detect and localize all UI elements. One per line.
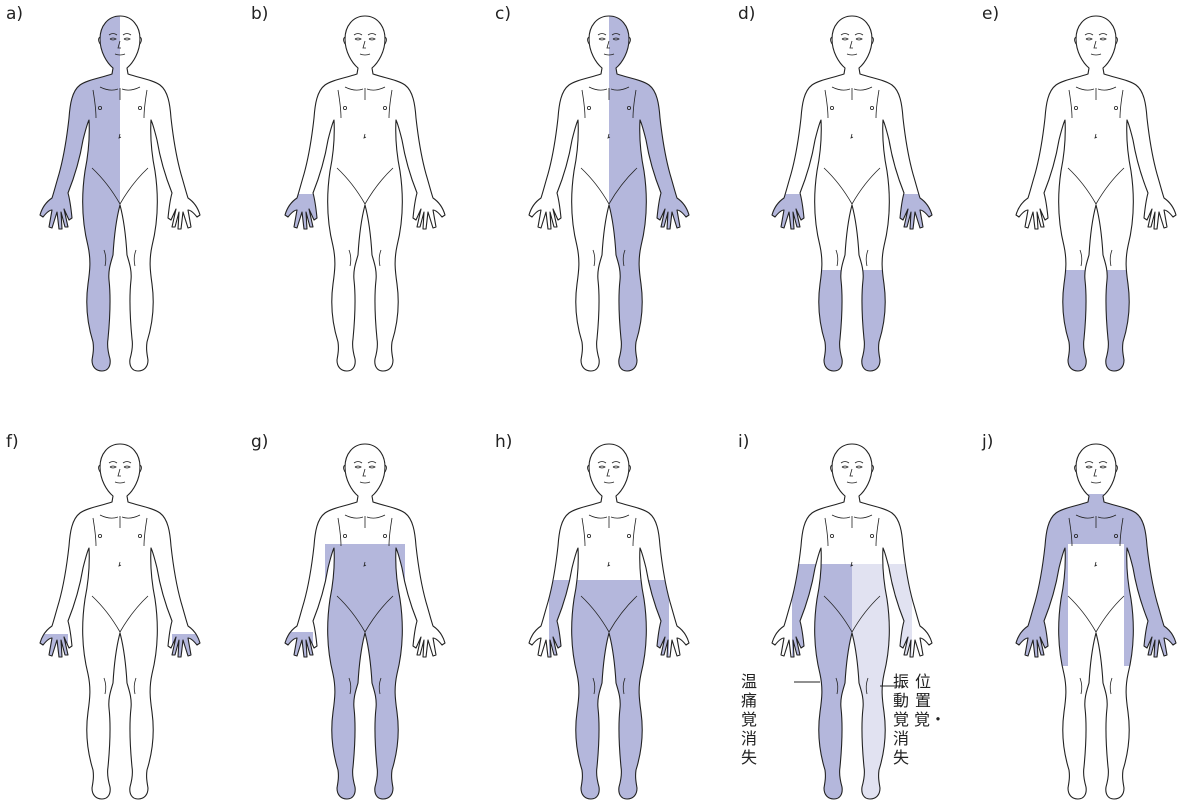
body-figure-i [760, 436, 944, 808]
panel-label-b: b) [251, 4, 268, 24]
sensory-loss-region [549, 580, 669, 808]
body-outline [40, 444, 200, 799]
body-figure-c [517, 8, 701, 380]
panel-label-c: c) [495, 4, 511, 24]
panel-label-g: g) [251, 432, 268, 452]
annotation-vibration-loss: 振動覚消失 [892, 672, 910, 767]
panel-label-f: f) [6, 432, 19, 452]
body-details [337, 34, 393, 267]
sensory-loss-region [30, 634, 210, 664]
panel-label-d: d) [738, 4, 755, 24]
body-figure-b [273, 8, 457, 380]
diagram-stage: a) b) c) d) e) f) g) h) i) 温痛覚消失 振動覚消失位置覚・ j) [0, 0, 1181, 790]
panel-label-j: j) [982, 432, 993, 452]
body-figure-e [1004, 8, 1181, 380]
body-outline [772, 16, 932, 371]
body-figure-f [28, 436, 212, 808]
annotation-pain-temperature-loss: 温痛覚消失 [740, 672, 758, 767]
sensory-loss-region [275, 544, 405, 808]
body-details [92, 462, 148, 695]
body-figure-a [28, 8, 212, 380]
sensory-loss-region [30, 8, 120, 378]
body-outline [285, 16, 445, 371]
body-figure-g [273, 436, 457, 808]
body-figure-d [760, 8, 944, 380]
panel-label-i: i) [738, 432, 749, 452]
sensory-loss-region [609, 8, 699, 378]
body-figure-j [1004, 436, 1181, 808]
sensory-loss-region [762, 194, 942, 380]
body-figure-h [517, 436, 701, 808]
body-outline [1016, 16, 1176, 371]
panel-label-h: h) [495, 432, 512, 452]
panel-label-e: e) [982, 4, 999, 24]
annotation-position-sense: 位置覚・ [914, 672, 932, 729]
body-details [1068, 34, 1124, 267]
panel-label-a: a) [6, 4, 23, 24]
body-details [824, 34, 880, 267]
sensory-loss-region [1036, 270, 1156, 380]
